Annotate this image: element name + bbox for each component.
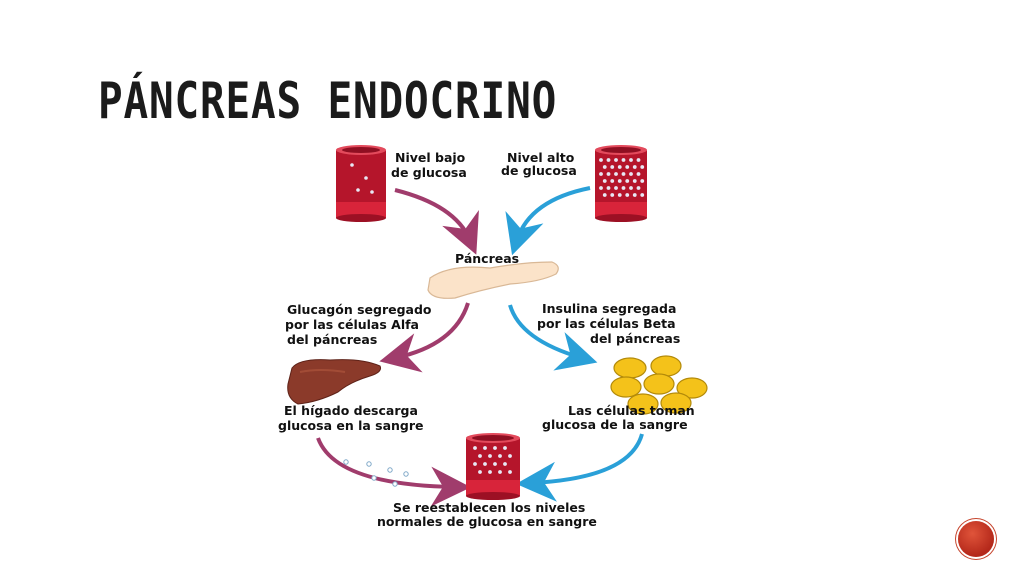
glucose-dot <box>617 165 622 169</box>
glucose-dot <box>632 165 637 169</box>
glucose-dot <box>632 179 637 183</box>
low-glucose-vessel <box>336 145 386 222</box>
glucose-dot <box>610 165 615 169</box>
glucose-dot <box>640 165 645 169</box>
glucose-dot <box>488 470 492 474</box>
glucose-dot <box>493 462 497 466</box>
glucose-dot <box>640 193 645 197</box>
glucose-dot <box>636 172 641 176</box>
restore-label-2: normales de glucosa en sangre <box>377 514 597 529</box>
cell-cluster <box>610 355 708 415</box>
glucose-dot <box>621 172 626 176</box>
liver-shape <box>287 359 381 405</box>
glucose-dot <box>493 446 497 450</box>
glucose-dot <box>606 172 611 176</box>
glucose-dot <box>503 446 507 450</box>
cells-label-2: glucosa de la sangre <box>542 417 688 432</box>
liver-label-1: El hígado descarga <box>284 403 418 418</box>
glucose-dot <box>621 186 626 190</box>
glucose-dot <box>599 158 603 162</box>
glucose-dot <box>508 454 512 458</box>
glucose-dot <box>606 158 611 162</box>
high-glucose-vessel <box>595 145 647 222</box>
arrow-high-to-pancreas <box>505 186 591 256</box>
restored-vessel <box>466 433 520 500</box>
glucose-dot <box>498 470 502 474</box>
arrow-pancreas-to-liver <box>379 302 470 373</box>
glucose-dot <box>483 446 487 450</box>
glucose-dot <box>636 186 641 190</box>
glucagon-label-2: por las células Alfa <box>285 317 419 332</box>
glucose-dot <box>617 179 622 183</box>
low-glucose-label-2: de glucosa <box>391 165 467 180</box>
glucose-dot <box>503 462 507 466</box>
glucose-dot <box>640 179 645 183</box>
glucose-dot <box>606 186 611 190</box>
glucagon-label-3: del páncreas <box>287 332 377 347</box>
high-glucose-label-2: de glucosa <box>501 163 577 178</box>
pancreas-shape <box>427 261 559 299</box>
arrow-liver-to-blood <box>316 437 471 507</box>
glucose-dot <box>617 193 622 197</box>
glucose-dot <box>625 165 630 169</box>
glucose-dot <box>473 446 477 450</box>
glucose-dot <box>483 462 487 466</box>
high-glucose-label-1: Nivel alto <box>507 150 575 165</box>
glucose-dot <box>629 158 633 162</box>
insulin-label-1: Insulina segregada <box>542 301 676 316</box>
glucose-dot <box>602 179 607 183</box>
glucose-dot <box>602 165 607 169</box>
glucose-dot <box>610 179 615 183</box>
glucose-dot <box>478 454 482 458</box>
glucose-dot <box>625 179 630 183</box>
cells-label-1: Las células toman <box>568 403 695 418</box>
glucose-dot <box>498 454 502 458</box>
glucose-dot <box>488 454 492 458</box>
glucose-dot <box>621 158 626 162</box>
page-number-badge <box>958 521 994 557</box>
glucose-dot <box>473 462 477 466</box>
glucose-dot <box>610 193 615 197</box>
glucose-dot <box>614 186 618 190</box>
glucose-dot <box>602 193 607 197</box>
restore-label-1: Se reestablecen los niveles <box>393 500 585 515</box>
low-glucose-label-1: Nivel bajo <box>395 150 466 165</box>
glucose-dot <box>625 193 630 197</box>
glucose-dot <box>599 186 603 190</box>
glucose-dot <box>632 193 637 197</box>
glucagon-label-1: Glucagón segregado <box>287 302 432 317</box>
slide-title: PÁNCREAS ENDOCRINO <box>98 72 558 130</box>
glucose-dot <box>636 158 641 162</box>
glucose-dot <box>614 172 618 176</box>
insulin-label-2: por las células Beta <box>537 316 676 331</box>
glucose-dot <box>478 470 482 474</box>
arrow-low-to-pancreas <box>394 188 479 255</box>
arrow-cells-to-blood <box>516 433 644 502</box>
glucose-dot <box>629 172 633 176</box>
glucose-dot <box>599 172 603 176</box>
glucose-dot <box>508 470 512 474</box>
insulin-label-3: del páncreas <box>590 331 680 346</box>
glucose-dot <box>614 158 618 162</box>
arrow-pancreas-to-cells <box>508 304 598 371</box>
glucose-droplets <box>343 459 409 487</box>
liver-label-2: glucosa en la sangre <box>278 418 424 433</box>
glucose-dot <box>629 186 633 190</box>
pancreas-label: Páncreas <box>455 251 519 266</box>
